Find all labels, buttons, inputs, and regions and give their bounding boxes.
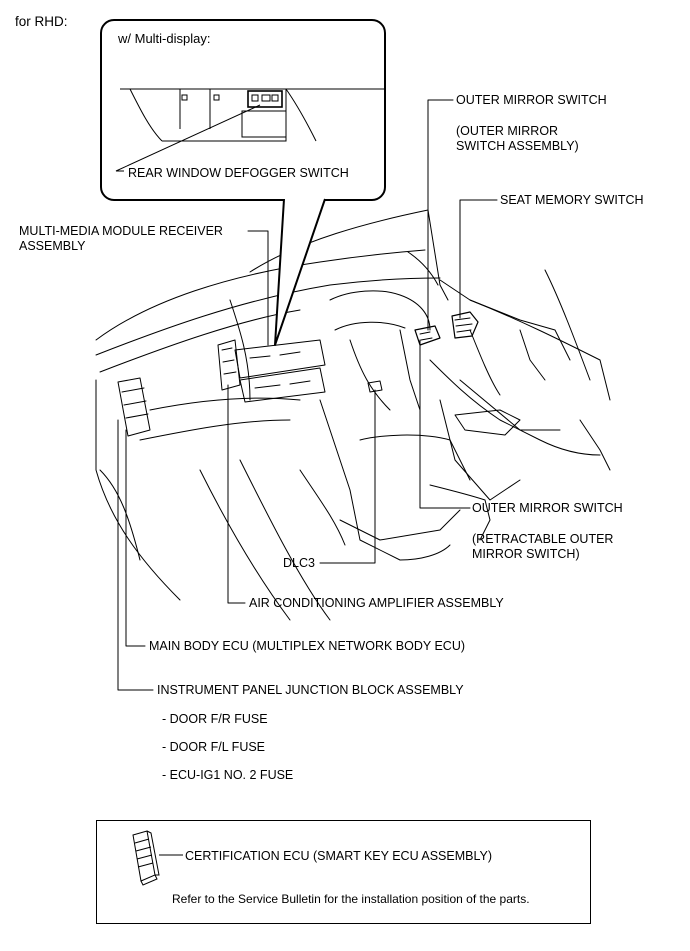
dlc3-label: DLC3 [283, 556, 315, 570]
leader-dlc3 [319, 389, 376, 564]
main-body-ecu-shape [117, 377, 151, 437]
steering-column [329, 290, 431, 331]
dash-top-edge [95, 277, 441, 356]
certification-ecu-box: CERTIFICATION ECU (SMART KEY ECU ASSEMBL… [96, 820, 591, 924]
seat-memory-switch-shape [451, 311, 479, 339]
multimedia-receiver-label-2: ASSEMBLY [19, 239, 86, 253]
outer-mirror-retractable-sub2: MIRROR SWITCH) [472, 547, 580, 561]
outer-mirror-retractable-label: OUTER MIRROR SWITCH [472, 501, 623, 515]
ac-amplifier-shape [217, 339, 241, 391]
ac-amplifier-label: AIR CONDITIONING AMPLIFIER ASSEMBLY [249, 596, 504, 610]
inset-title: w/ Multi-display: [118, 31, 211, 46]
leader-seat-memory [459, 199, 498, 319]
seat-memory-switch-label: SEAT MEMORY SWITCH [500, 193, 644, 207]
leader-outer-mirror-bottom [419, 339, 471, 509]
rear-window-defogger-label: REAR WINDOW DEFOGGER SWITCH [128, 166, 349, 180]
fuse-item: - DOOR F/R FUSE [162, 712, 268, 726]
dlc3-shape [367, 380, 383, 393]
lower-dash [149, 397, 301, 411]
outer-mirror-switch-sub1: (OUTER MIRROR [456, 124, 559, 138]
certification-ecu-icon [132, 830, 183, 886]
outer-mirror-switch-sub2: SWITCH ASSEMBLY) [456, 139, 579, 153]
outer-mirror-retractable-sub1: (RETRACTABLE OUTER [472, 532, 614, 546]
leader-ac-amp [227, 384, 246, 604]
a-pillar-right [427, 209, 449, 301]
leader-multimedia [247, 230, 269, 346]
fuse-item: - ECU-IG1 NO. 2 FUSE [162, 768, 294, 782]
fuse-item: - DOOR F/L FUSE [162, 740, 266, 754]
multimedia-receiver-label: MULTI-MEDIA MODULE RECEIVER [19, 224, 223, 238]
variant-label: for RHD: [15, 14, 68, 29]
multi-display-inset: w/ Multi-display: REAR WINDOW DEFOGGER S… [100, 19, 386, 201]
centre-console [319, 399, 451, 561]
leader-ip-jb [117, 419, 154, 691]
certification-ecu-label: CERTIFICATION ECU (SMART KEY ECU ASSEMBL… [185, 849, 493, 863]
main-body-ecu-label: MAIN BODY ECU (MULTIPLEX NETWORK BODY EC… [149, 639, 466, 653]
outer-mirror-switch-label: OUTER MIRROR SWITCH [456, 93, 607, 107]
leader-outer-mirror-top [427, 99, 454, 331]
windshield-glass [249, 209, 429, 273]
service-bulletin-note: Refer to the Service Bulletin for the in… [172, 892, 530, 906]
ip-junction-block-label: INSTRUMENT PANEL JUNCTION BLOCK ASSEMBLY [157, 683, 464, 697]
leader-main-body-ecu [125, 429, 146, 647]
left-door-edge [95, 379, 181, 601]
